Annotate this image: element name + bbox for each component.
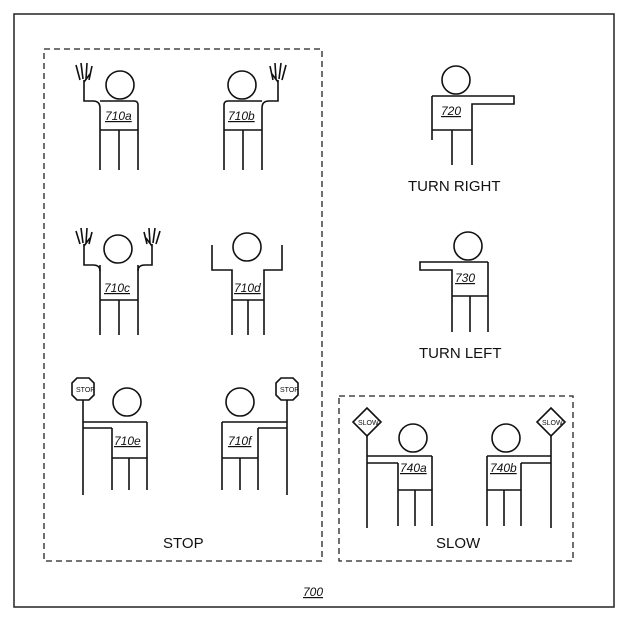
stop-sign-text: STOP	[280, 387, 299, 394]
slow-sign-text: SLOW	[358, 420, 379, 427]
label-710d: 710d	[234, 281, 261, 295]
label-740b: 740b	[490, 461, 517, 475]
label-710e: 710e	[114, 434, 141, 448]
outer-frame	[13, 13, 615, 608]
figure-number: 700	[303, 585, 323, 599]
label-720: 720	[441, 104, 461, 118]
figure-710d: 710d	[211, 232, 283, 335]
figure-720: 720	[431, 65, 515, 165]
figure-740b: SLOW 740b	[486, 406, 567, 528]
label-710c: 710c	[104, 281, 130, 295]
figure-730: 730	[419, 231, 489, 332]
slow-sign-text: SLOW	[542, 420, 563, 427]
caption-stop: STOP	[163, 535, 204, 552]
caption-turn-right: TURN RIGHT	[408, 178, 501, 195]
figure-740a: SLOW 740a	[351, 406, 433, 528]
label-730: 730	[455, 271, 475, 285]
figure-710f: STOP 710f	[221, 377, 299, 495]
caption-slow: SLOW	[436, 535, 481, 552]
label-710b: 710b	[228, 109, 255, 123]
stop-sign-text: STOP	[76, 387, 95, 394]
figure-710b: 710b	[223, 62, 287, 170]
label-710f: 710f	[228, 434, 253, 448]
stop-group-box	[43, 48, 323, 562]
figure-710a: 710a	[75, 62, 139, 170]
figure-710c: 710c	[75, 227, 161, 335]
label-740a: 740a	[400, 461, 427, 475]
figure-710e: STOP 710e	[71, 377, 148, 495]
slow-group-box	[338, 395, 574, 562]
caption-turn-left: TURN LEFT	[419, 345, 502, 362]
label-710a: 710a	[105, 109, 132, 123]
